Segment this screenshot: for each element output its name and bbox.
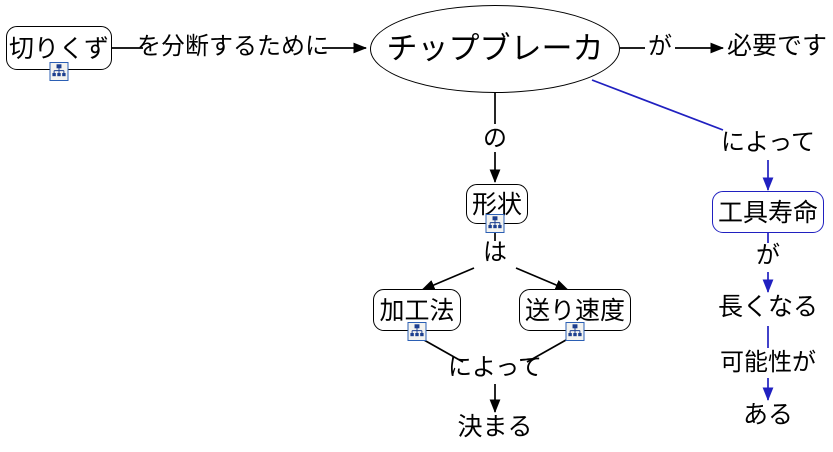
term-aru: ある bbox=[742, 400, 794, 429]
hierarchy-icon[interactable] bbox=[49, 62, 69, 81]
edge-chipbreaker-to-niyotte-blue bbox=[591, 79, 724, 131]
edge-label-bundan: を分断するために bbox=[137, 32, 329, 60]
edge-wa-to-kakouhou bbox=[421, 267, 475, 291]
node-okurisokudo[interactable]: 送り速度 bbox=[519, 289, 631, 331]
node-chipbreaker[interactable]: チップブレーカ bbox=[370, 5, 620, 93]
term-kimaru: 決まる bbox=[457, 412, 533, 441]
node-kakouhou-label: 加工法 bbox=[379, 295, 455, 325]
edge-label-niyotte-right: によって bbox=[720, 128, 816, 156]
edge-label-niyotte-bottom: によって bbox=[447, 353, 543, 381]
hierarchy-icon[interactable] bbox=[485, 214, 505, 233]
hierarchy-icon[interactable] bbox=[565, 322, 585, 341]
term-nagakunaru: 長くなる bbox=[717, 292, 819, 321]
edge-label-wa: は bbox=[483, 238, 507, 266]
node-kakouhou[interactable]: 加工法 bbox=[373, 289, 461, 331]
hierarchy-icon[interactable] bbox=[407, 322, 427, 341]
edge-label-no: の bbox=[483, 124, 507, 152]
edge-label-ga-top: が bbox=[648, 32, 672, 60]
edge-label-kanouseiga: 可能性が bbox=[720, 348, 816, 376]
node-kirikuzu-label: 切りくず bbox=[8, 33, 109, 63]
edge-label-ga-right: が bbox=[756, 241, 780, 269]
node-okurisokudo-label: 送り速度 bbox=[524, 295, 625, 325]
node-chipbreaker-label: チップブレーカ bbox=[386, 30, 604, 67]
edge-wa-to-okurisokudo bbox=[515, 267, 569, 291]
node-kougujumyou-label: 工具寿命 bbox=[717, 197, 818, 227]
node-keijou-label: 形状 bbox=[471, 189, 522, 219]
node-kougujumyou[interactable]: 工具寿命 bbox=[712, 191, 824, 233]
term-hitsuyoudesu: 必要です bbox=[726, 31, 828, 60]
